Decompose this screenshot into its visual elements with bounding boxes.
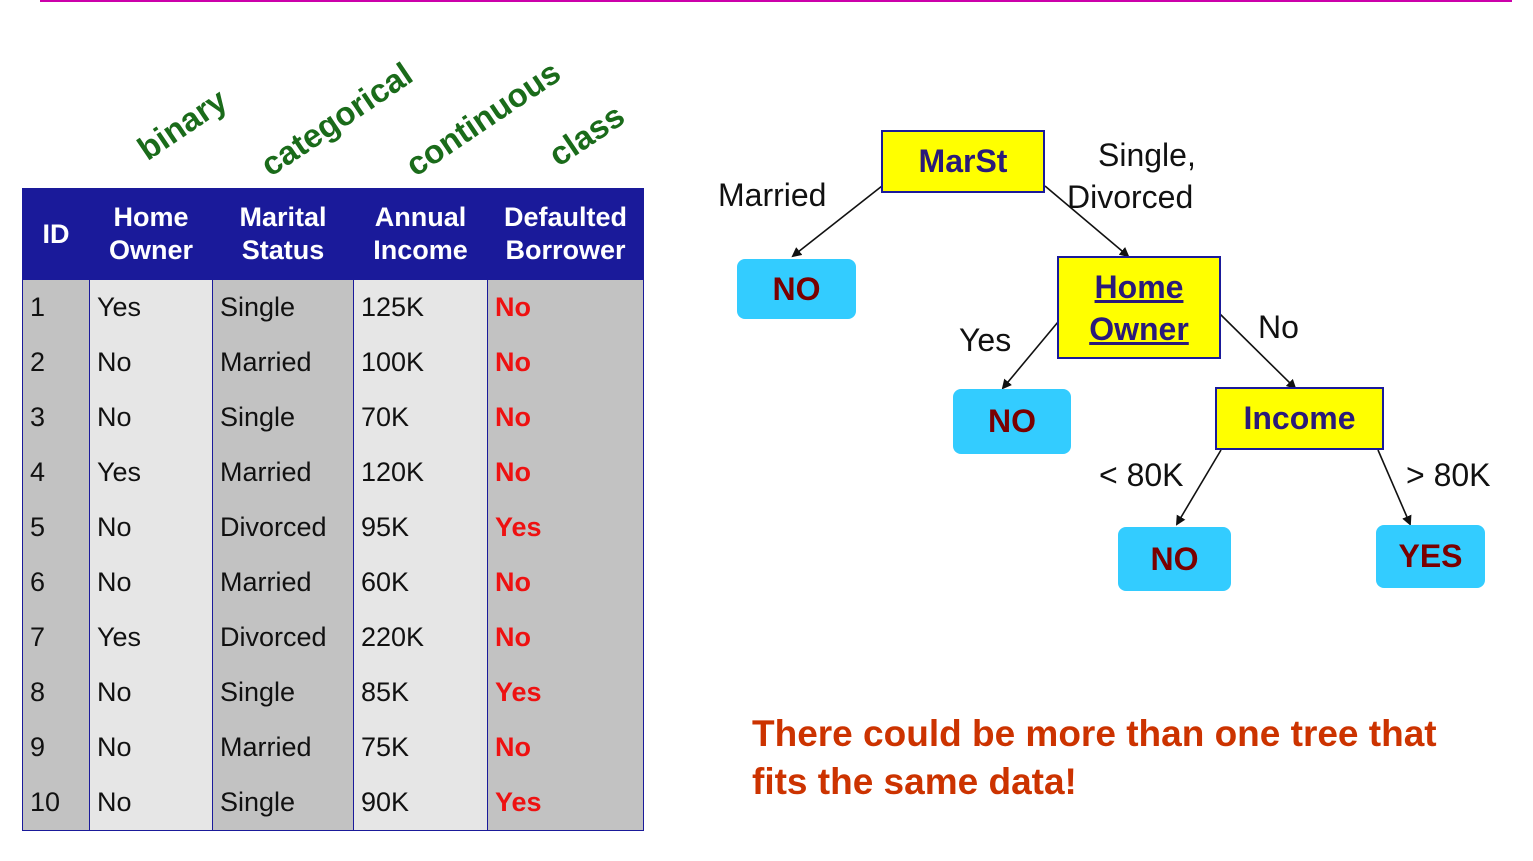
cell-home-owner: No	[89, 500, 213, 555]
node-income: Income	[1215, 387, 1384, 450]
cell-defaulted-borrower: No	[487, 279, 644, 335]
node-home-owner: Home Owner	[1057, 256, 1221, 359]
edge-label-yes: Yes	[959, 322, 1012, 358]
cell-home-owner: Yes	[89, 610, 213, 665]
leaf-no-low-income: NO	[1118, 527, 1231, 591]
cell-defaulted-borrower: No	[487, 555, 644, 610]
edge-label-below-80k: < 80K	[1099, 457, 1184, 493]
cell-annual-income: 120K	[353, 445, 488, 500]
cell-marital-status: Single	[212, 665, 354, 720]
edge-yes-arrow	[1001, 321, 1059, 390]
cell-defaulted-borrower: Yes	[487, 500, 644, 555]
cell-id: 1	[22, 279, 90, 335]
cell-id: 3	[22, 390, 90, 445]
edge-high-income-arrow	[1377, 449, 1412, 526]
cell-marital-status: Married	[212, 335, 354, 390]
cell-defaulted-borrower: No	[487, 390, 644, 445]
cell-defaulted-borrower: No	[487, 610, 644, 665]
cell-marital-status: Divorced	[212, 500, 354, 555]
cell-annual-income: 100K	[353, 335, 488, 390]
node-home-owner-line1: Home	[1094, 268, 1184, 305]
cell-marital-status: Single	[212, 775, 354, 831]
note-line-1: There could be more than one tree that	[752, 713, 1437, 754]
edge-single-divorced-arrow	[1044, 185, 1130, 258]
cell-id: 7	[22, 610, 90, 665]
cell-marital-status: Single	[212, 279, 354, 335]
cell-id: 6	[22, 555, 90, 610]
cell-marital-status: Married	[212, 555, 354, 610]
edge-no-arrow	[1219, 313, 1297, 390]
cell-marital-status: Married	[212, 720, 354, 775]
top-divider-line	[40, 0, 1512, 2]
edge-label-married: Married	[718, 177, 827, 213]
cell-marital-status: Married	[212, 445, 354, 500]
edge-label-single: Single,	[1098, 137, 1196, 173]
cell-defaulted-borrower: No	[487, 335, 644, 390]
edge-label-no: No	[1258, 309, 1299, 345]
cell-annual-income: 220K	[353, 610, 488, 665]
edge-label-above-80k: > 80K	[1406, 457, 1491, 493]
cell-annual-income: 60K	[353, 555, 488, 610]
leaf-yes-high-income: YES	[1376, 525, 1485, 588]
cell-marital-status: Single	[212, 390, 354, 445]
cell-home-owner: No	[89, 335, 213, 390]
edge-low-income-arrow	[1175, 449, 1222, 526]
cell-home-owner: No	[89, 720, 213, 775]
note-text: There could be more than one tree that f…	[752, 710, 1512, 806]
node-marst: MarSt	[881, 130, 1045, 193]
note-line-2: fits the same data!	[752, 761, 1077, 802]
header-id: ID	[22, 188, 90, 280]
cell-id: 9	[22, 720, 90, 775]
cell-marital-status: Divorced	[212, 610, 354, 665]
leaf-no-home-owner: NO	[953, 389, 1071, 454]
cell-annual-income: 75K	[353, 720, 488, 775]
cell-annual-income: 70K	[353, 390, 488, 445]
cell-id: 4	[22, 445, 90, 500]
cell-annual-income: 95K	[353, 500, 488, 555]
cell-id: 2	[22, 335, 90, 390]
cell-id: 10	[22, 775, 90, 831]
cell-defaulted-borrower: No	[487, 720, 644, 775]
edge-label-divorced: Divorced	[1067, 179, 1194, 215]
cell-defaulted-borrower: Yes	[487, 775, 644, 831]
cell-id: 8	[22, 665, 90, 720]
cell-home-owner: Yes	[89, 445, 213, 500]
cell-home-owner: No	[89, 665, 213, 720]
node-home-owner-line2: Owner	[1089, 310, 1189, 347]
cell-id: 5	[22, 500, 90, 555]
cell-defaulted-borrower: Yes	[487, 665, 644, 720]
cell-home-owner: No	[89, 390, 213, 445]
leaf-no-married: NO	[737, 259, 856, 319]
cell-annual-income: 90K	[353, 775, 488, 831]
cell-annual-income: 85K	[353, 665, 488, 720]
cell-home-owner: Yes	[89, 279, 213, 335]
edge-married-arrow	[791, 185, 883, 258]
cell-defaulted-borrower: No	[487, 445, 644, 500]
